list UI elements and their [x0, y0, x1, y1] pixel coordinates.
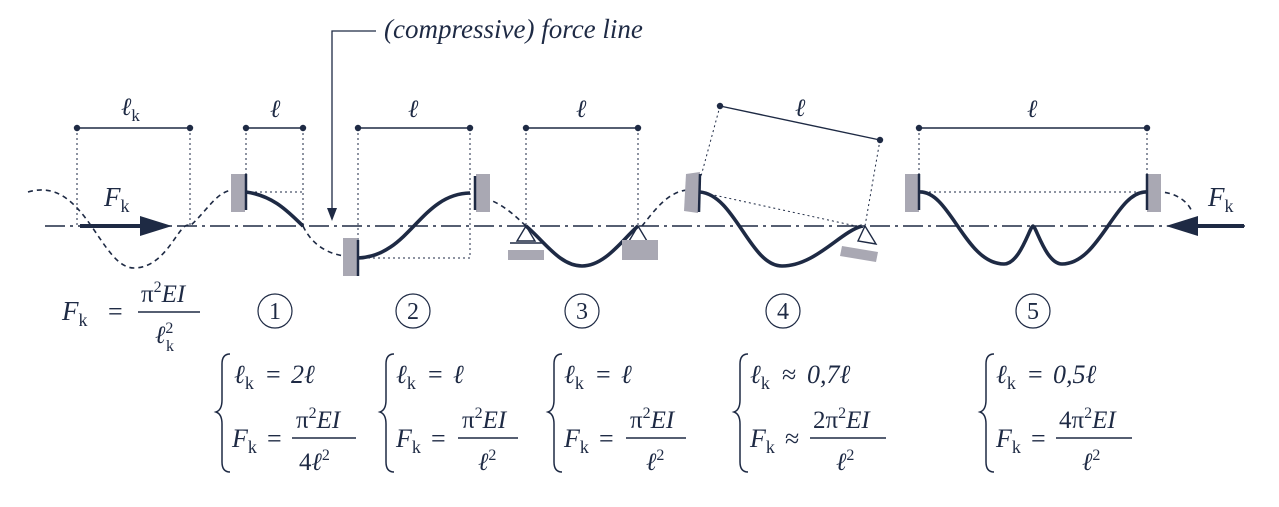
dim-label-l-1: ℓ	[270, 96, 281, 123]
svg-text:ℓ2: ℓ2	[1082, 447, 1100, 476]
svg-text:π2EI: π2EI	[141, 279, 187, 308]
svg-text:=: =	[596, 360, 611, 389]
dimension-lines	[77, 105, 1147, 141]
svg-text:0,7ℓ: 0,7ℓ	[807, 360, 851, 389]
force-arrow-right: Fk	[1166, 182, 1244, 236]
case-formula-3: ℓk = ℓ Fk = π2EI ℓ2	[545, 353, 686, 476]
dim-label-l-5: ℓ	[1027, 96, 1038, 123]
clamp-case-5-left	[905, 174, 919, 212]
svg-text:ℓk: ℓk	[564, 360, 584, 393]
clamp-case-4	[684, 172, 702, 213]
clamp-case-5-right	[1147, 174, 1161, 212]
dimension-labels: ℓk ℓ ℓ ℓ ℓ ℓ	[121, 94, 1038, 125]
svg-text:Fk: Fk	[61, 296, 88, 330]
svg-text:Fk: Fk	[995, 424, 1021, 457]
svg-text:=: =	[1028, 360, 1043, 389]
svg-text:0,5ℓ: 0,5ℓ	[1053, 360, 1097, 389]
svg-text:Fk: Fk	[749, 424, 775, 457]
case-number-5: 5	[1015, 293, 1051, 329]
svg-text:=: =	[431, 424, 446, 453]
svg-text:=: =	[108, 297, 123, 326]
svg-text:Fk: Fk	[1207, 182, 1234, 216]
column-case-4	[699, 190, 863, 268]
svg-text:Fk: Fk	[103, 182, 130, 216]
svg-text:4π2EI: 4π2EI	[1059, 405, 1117, 434]
case-number-4: 4	[765, 293, 801, 329]
column-case-1	[245, 190, 305, 228]
euler-formula: Fk = π2EI ℓ2 k	[61, 279, 200, 355]
svg-text:5: 5	[1027, 299, 1039, 325]
dimension-end-dots	[73, 102, 1151, 144]
dim-label-l-3: ℓ	[576, 96, 587, 123]
svg-text:ℓ2: ℓ2	[478, 447, 496, 476]
svg-text:ℓ: ℓ	[453, 360, 464, 389]
clamp-case-1	[231, 174, 245, 212]
svg-text:=: =	[267, 424, 282, 453]
svg-text:Fk: Fk	[395, 424, 421, 457]
svg-text:4ℓ2: 4ℓ2	[299, 447, 330, 476]
case-number-1: 1	[257, 293, 293, 329]
svg-text:1: 1	[269, 299, 281, 325]
svg-text:=: =	[1031, 424, 1046, 453]
supports	[231, 172, 1161, 276]
annotation-leader	[331, 30, 376, 212]
force-line-annotation: (compressive) force line	[384, 14, 643, 44]
svg-text:=: =	[428, 360, 443, 389]
dim-label-l-4: ℓ	[795, 95, 806, 122]
svg-text:ℓk: ℓk	[750, 360, 770, 393]
svg-text:2: 2	[407, 299, 419, 325]
svg-text:2π2EI: 2π2EI	[813, 405, 871, 434]
svg-text:ℓ2: ℓ2	[836, 447, 854, 476]
svg-text:=: =	[599, 424, 614, 453]
annotation-arrowhead	[327, 208, 337, 221]
svg-text:2ℓ: 2ℓ	[291, 360, 315, 389]
svg-text:π2EI: π2EI	[462, 405, 508, 434]
deflection-lines	[27, 189, 1193, 269]
case-formula-5: ℓk = 0,5ℓ Fk = 4π2EI ℓ2	[977, 353, 1132, 476]
dim-label-l-2: ℓ	[408, 96, 419, 123]
pin-support-case-3-right	[622, 224, 658, 260]
case-formula-4: ℓk ≈ 0,7ℓ Fk ≈ 2π2EI ℓ2	[731, 353, 886, 476]
svg-text:Fk: Fk	[563, 424, 589, 457]
svg-text:π2EI: π2EI	[630, 405, 676, 434]
case-formula-2: ℓk = ℓ Fk = π2EI ℓ2	[377, 353, 518, 476]
clamp-case-2-top	[476, 174, 490, 212]
case-formula-1: ℓk = 2ℓ Fk = π2EI 4ℓ2	[213, 353, 356, 476]
svg-text:=: =	[266, 360, 281, 389]
svg-text:ℓ2: ℓ2	[646, 447, 664, 476]
svg-text:ℓ2: ℓ2	[155, 320, 173, 349]
svg-text:Fk: Fk	[231, 424, 257, 457]
svg-text:3: 3	[576, 299, 588, 325]
case-numbers: 1 2 3 4 5	[257, 293, 1051, 329]
svg-text:≈: ≈	[785, 424, 799, 453]
pin-support-case-4	[840, 224, 878, 262]
column-case-2	[357, 191, 471, 260]
svg-text:≈: ≈	[782, 360, 796, 389]
pin-support-case-3-left	[508, 224, 544, 260]
case-number-2: 2	[395, 293, 431, 329]
svg-text:ℓk: ℓk	[234, 360, 254, 393]
svg-text:ℓk: ℓk	[396, 360, 416, 393]
force-arrow-left: Fk	[80, 182, 172, 236]
case-number-3: 3	[564, 293, 600, 329]
dim-label-lk: ℓk	[121, 94, 140, 125]
svg-text:ℓ: ℓ	[621, 360, 632, 389]
svg-text:4: 4	[777, 299, 789, 325]
buckled-columns	[245, 190, 1148, 268]
svg-text:π2EI: π2EI	[296, 405, 342, 434]
svg-text:k: k	[166, 338, 174, 355]
svg-text:ℓk: ℓk	[996, 360, 1016, 393]
clamp-case-2-bottom	[343, 238, 357, 276]
